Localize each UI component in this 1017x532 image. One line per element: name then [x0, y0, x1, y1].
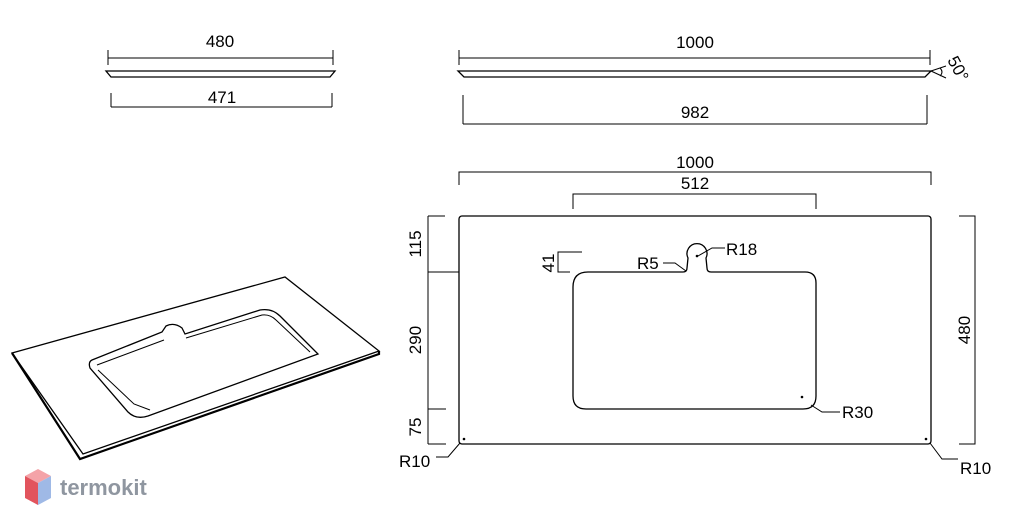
front-angle-marker — [930, 65, 947, 79]
r10-left-leader — [436, 442, 461, 458]
side-view: 480 471 — [104, 32, 337, 108]
termokit-logo: termokit — [25, 469, 147, 505]
front-bottom-dimension-line — [462, 95, 928, 125]
plan-view: 1000 512 115 290 75 480 41 R5 R18 R30 R1… — [399, 153, 991, 478]
r18-label: R18 — [726, 240, 757, 259]
r10-right-leader — [929, 442, 958, 460]
plan-overflow-offset-label: 41 — [539, 254, 558, 273]
plan-overall-width-label: 1000 — [676, 153, 714, 172]
plan-depth-bottom-label: 75 — [406, 418, 425, 437]
plan-depth-top-label: 115 — [406, 230, 425, 257]
side-slab-profile — [104, 70, 337, 78]
corner-left-center-dot — [462, 437, 466, 441]
plan-bowl-depth-label: 290 — [406, 326, 425, 354]
r18-leader — [697, 247, 725, 257]
plan-left-depth-chain — [427, 215, 459, 445]
front-bottom-width-label: 982 — [681, 103, 709, 122]
logo-cube-left — [25, 476, 38, 505]
front-top-dimension-line — [458, 50, 931, 65]
plan-overall-width-dimension — [458, 171, 932, 185]
plan-countertop-outline — [458, 215, 932, 445]
logo-cube-right — [38, 476, 51, 505]
r10-left-label: R10 — [399, 452, 430, 471]
corner-right-center-dot — [924, 437, 928, 441]
overflow-center-dot — [695, 254, 699, 258]
side-top-width-label: 480 — [206, 32, 234, 51]
r5-label: R5 — [637, 254, 659, 273]
isometric-view — [10, 276, 381, 461]
r10-right-label: R10 — [960, 459, 991, 478]
plan-overall-depth-dimension — [959, 215, 976, 445]
plan-overall-depth-label: 480 — [955, 316, 974, 344]
front-angle-label: 50° — [943, 53, 972, 85]
front-slab-profile — [456, 70, 933, 78]
iso-bowl-inner-edge — [96, 314, 311, 411]
plan-bowl-width-label: 512 — [681, 174, 709, 193]
plan-overflow-offset-dimension — [557, 251, 582, 273]
r30-leader — [810, 404, 840, 413]
plan-bowl-outline — [572, 242, 817, 410]
side-bottom-dimension-line — [110, 93, 333, 108]
plan-bowl-width-dimension — [572, 193, 817, 209]
front-view: 1000 50° 982 — [456, 33, 972, 125]
side-bottom-width-label: 471 — [208, 88, 236, 107]
logo-text: termokit — [60, 475, 147, 500]
r5-leader — [663, 262, 687, 272]
iso-bowl-outline — [88, 308, 320, 418]
side-top-dimension-line — [107, 50, 334, 65]
front-top-width-label: 1000 — [676, 33, 714, 52]
iso-slab-top — [10, 276, 381, 455]
iso-slab-edge — [11, 351, 381, 461]
bowl-radius-center-dot — [800, 395, 804, 399]
r30-label: R30 — [842, 403, 873, 422]
